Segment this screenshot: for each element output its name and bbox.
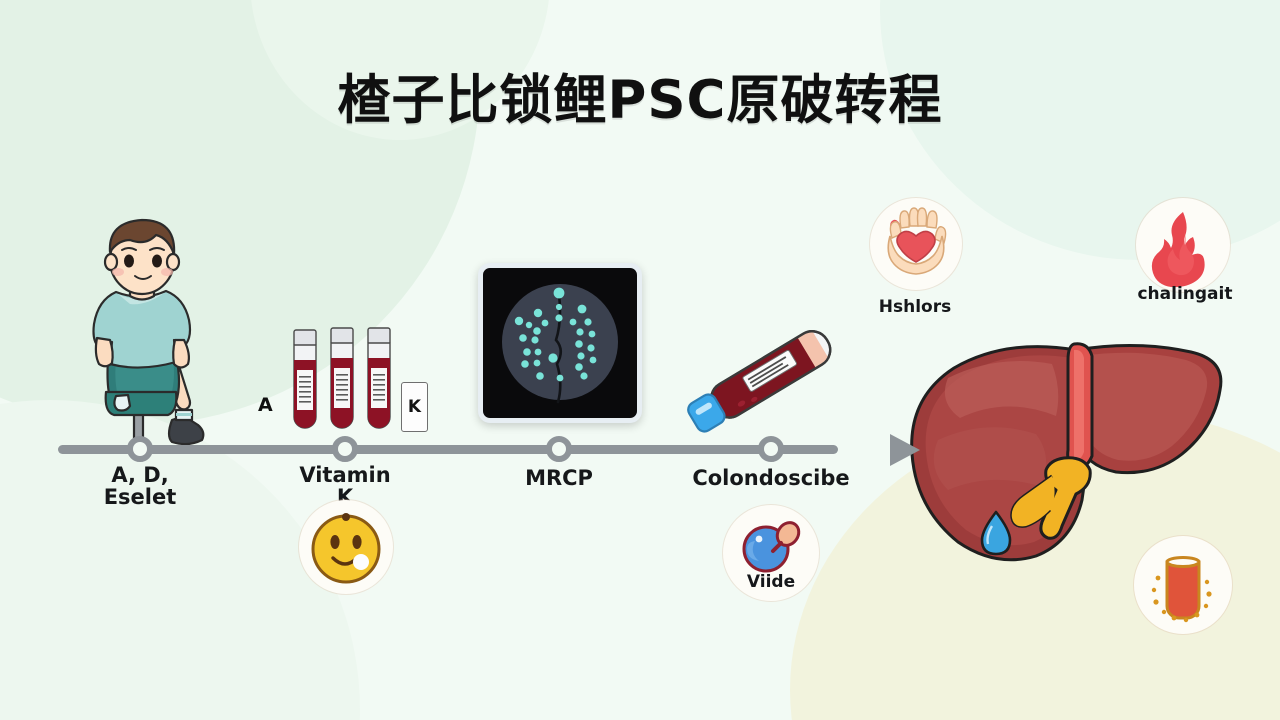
tilted-blood-tube-illustration xyxy=(687,329,832,433)
timeline-arrow-icon xyxy=(890,434,920,466)
badge-hands-heart[interactable] xyxy=(870,198,962,290)
timeline-label-1-line1: A, D, xyxy=(111,463,169,487)
badge-hands-heart-label: Hshlors xyxy=(878,297,952,317)
beaker-icon xyxy=(1151,556,1212,623)
timeline-axis xyxy=(58,434,920,466)
smiley-face-icon xyxy=(311,513,381,584)
liver-anatomy-illustration xyxy=(910,342,1223,562)
timeline-label-4: Colondoscibe xyxy=(671,466,871,490)
timeline-label-1: A, D, Eselet xyxy=(70,463,210,509)
timeline-node-3[interactable] xyxy=(546,436,572,462)
timeline-label-3: MRCP xyxy=(489,466,629,490)
timeline-label-2-line1: Vitamin xyxy=(299,463,391,487)
timeline-bar xyxy=(58,445,838,454)
vial-label-a: A xyxy=(258,394,273,416)
blood-test-vials-illustration xyxy=(293,327,391,429)
page-title: 楂子比锁鲤PSC原破转程 xyxy=(337,70,943,131)
timeline-label-1-line2: Eselet xyxy=(103,484,177,509)
timeline-label-3-line1: MRCP xyxy=(525,466,593,490)
badge-beaker[interactable] xyxy=(1134,536,1232,634)
badge-viide-label: Viide xyxy=(746,572,796,592)
seated-boy-illustration xyxy=(92,218,205,448)
badge-smiley[interactable] xyxy=(299,500,393,594)
badge-flame-label: chalingait xyxy=(1137,284,1233,304)
vial-card-k: K xyxy=(401,382,428,432)
timeline-node-2[interactable] xyxy=(332,436,358,462)
mrcp-scan-illustration xyxy=(478,263,642,423)
badge-flame[interactable] xyxy=(1136,198,1230,292)
flame-icon xyxy=(1151,212,1205,288)
badge-viide[interactable] xyxy=(723,505,819,601)
microbe-magnifier-icon xyxy=(742,521,801,573)
timeline-label-4-line1: Colondoscibe xyxy=(692,466,850,490)
timeline-node-1[interactable] xyxy=(127,436,153,462)
timeline-node-4[interactable] xyxy=(758,436,784,462)
hands-holding-heart-icon xyxy=(887,207,947,275)
